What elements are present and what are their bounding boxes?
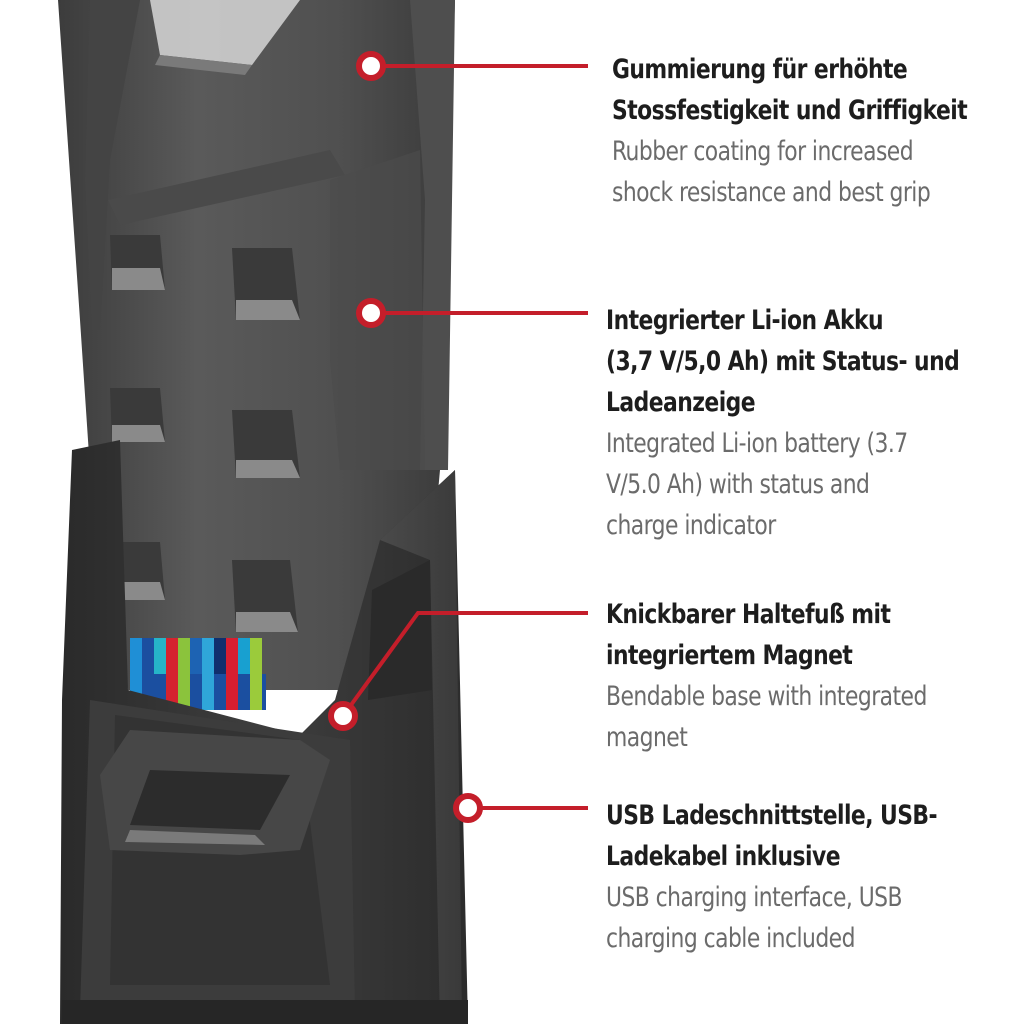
marker-battery bbox=[356, 298, 386, 328]
hinged-base bbox=[60, 440, 468, 1024]
callout-lines bbox=[341, 64, 588, 810]
marker-base-magnet bbox=[328, 701, 358, 731]
feature-desc-en: Rubber coating for increased shock resis… bbox=[612, 131, 1024, 213]
brand-color-stripes bbox=[130, 638, 266, 710]
feature-title-de: Integrierter Li-ion Akku (3,7 V/5,0 Ah) … bbox=[606, 300, 1024, 423]
text-line: charge indicator bbox=[606, 510, 776, 541]
grip-pads bbox=[110, 235, 300, 632]
text-line: USB charging interface, USB bbox=[606, 882, 903, 913]
text-line: charging cable included bbox=[606, 923, 855, 954]
text-line: magnet bbox=[606, 722, 688, 753]
callout-markers bbox=[328, 51, 483, 823]
text-line: Integrated Li-ion battery (3.7 bbox=[606, 428, 908, 459]
text-line: Ladeanzeige bbox=[606, 387, 756, 418]
text-line: USB Ladeschnittstelle, USB- bbox=[606, 800, 938, 831]
feature-rubber-coating: Gummierung für erhöhte Stossfestigkeit u… bbox=[612, 49, 1024, 213]
feature-desc-en: USB charging interface, USB charging cab… bbox=[606, 877, 1024, 959]
text-line: Integrierter Li-ion Akku bbox=[606, 305, 884, 336]
marker-usb bbox=[453, 793, 483, 823]
text-line: V/5.0 Ah) with status and bbox=[606, 469, 870, 500]
feature-title-de: USB Ladeschnittstelle, USB- Ladekabel in… bbox=[606, 795, 1024, 877]
text-line: Rubber coating for increased bbox=[612, 136, 914, 167]
feature-base-magnet: Knickbarer Haltefuß mit integriertem Mag… bbox=[606, 594, 1024, 758]
rubber-housing bbox=[58, 0, 455, 690]
text-line: Stossfestigkeit und Griffigkeit bbox=[612, 95, 968, 126]
text-line: Ladekabel inklusive bbox=[606, 841, 841, 872]
text-line: shock resistance and best grip bbox=[612, 177, 931, 208]
text-line: Bendable base with integrated bbox=[606, 681, 927, 712]
text-line: Gummierung für erhöhte bbox=[612, 54, 908, 85]
text-line: integriertem Magnet bbox=[606, 640, 853, 671]
feature-usb: USB Ladeschnittstelle, USB- Ladekabel in… bbox=[606, 795, 1024, 959]
feature-desc-en: Integrated Li-ion battery (3.7 V/5.0 Ah)… bbox=[606, 423, 1024, 546]
feature-title-de: Gummierung für erhöhte Stossfestigkeit u… bbox=[612, 49, 1024, 131]
feature-title-de: Knickbarer Haltefuß mit integriertem Mag… bbox=[606, 594, 1024, 676]
feature-desc-en: Bendable base with integrated magnet bbox=[606, 676, 1024, 758]
text-line: (3,7 V/5,0 Ah) mit Status- und bbox=[606, 346, 960, 377]
marker-rubber-coating bbox=[356, 51, 386, 81]
feature-battery: Integrierter Li-ion Akku (3,7 V/5,0 Ah) … bbox=[606, 300, 1024, 546]
text-line: Knickbarer Haltefuß mit bbox=[606, 599, 891, 630]
